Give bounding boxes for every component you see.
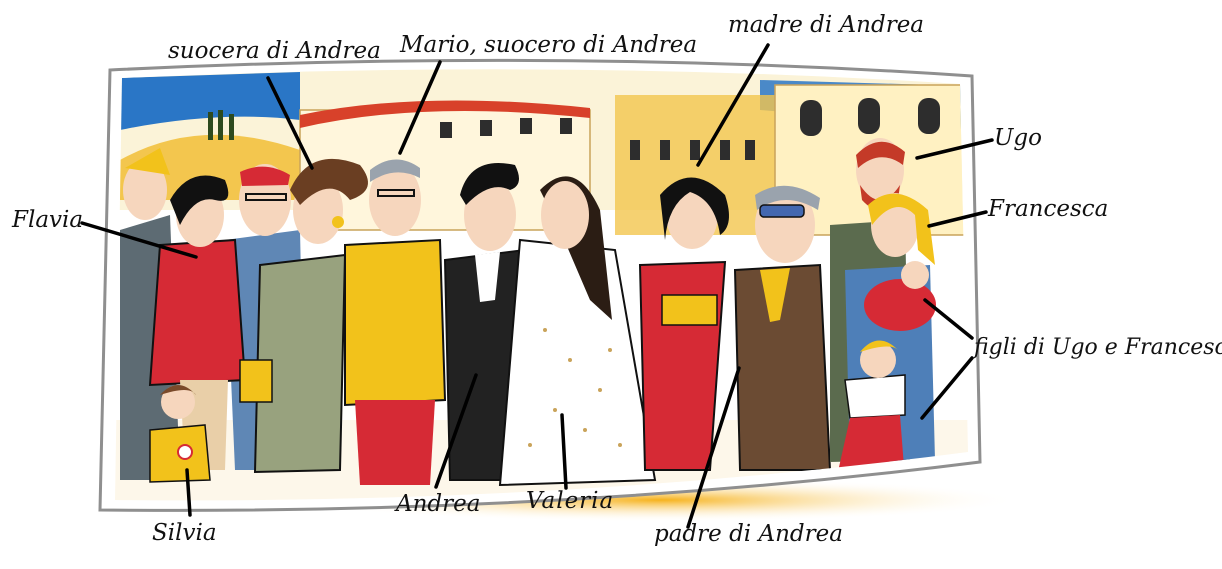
pointer-valeria (560, 413, 568, 490)
pointer-suocera (266, 76, 314, 170)
label-silvia: Silvia (152, 520, 217, 546)
person-flavia (148, 175, 247, 470)
trees (208, 110, 234, 140)
person-mario (344, 159, 447, 485)
person-suocera (239, 158, 368, 474)
label-figli: figli di Ugo e Francesca (974, 335, 1222, 360)
person-baby (864, 261, 936, 331)
pointer-figli-baby (923, 298, 974, 340)
pointer-andrea (434, 373, 478, 489)
person-madre (638, 177, 729, 471)
pointer-francesca (927, 210, 988, 228)
label-flavia: Flavia (12, 207, 84, 233)
pointer-figli-boy (920, 356, 974, 420)
label-suocera: suocera di Andrea (168, 38, 381, 64)
pointer-flavia (80, 221, 198, 259)
sky-blue-left (120, 72, 300, 130)
pointer-padre (686, 366, 741, 529)
pointer-mario (398, 60, 442, 155)
pointer-lines (80, 43, 994, 529)
label-valeria: Valeria (526, 488, 615, 514)
label-ugo: Ugo (994, 125, 1042, 151)
person-padre (733, 185, 832, 471)
person-silvia (149, 385, 211, 483)
label-andrea: Andrea (396, 491, 481, 517)
photo-scene (115, 69, 968, 501)
label-madre: madre di Andrea (728, 12, 925, 38)
label-mario: Mario, suocero di Andrea (400, 32, 698, 58)
label-padre: padre di Andrea (654, 521, 843, 547)
label-francesca: Francesca (988, 196, 1109, 222)
pointer-madre (696, 43, 770, 167)
roof-left (300, 100, 590, 128)
person-valeria (498, 176, 657, 487)
building-windows (440, 98, 940, 160)
pointer-silvia (185, 468, 192, 517)
pointer-ugo (915, 138, 994, 160)
